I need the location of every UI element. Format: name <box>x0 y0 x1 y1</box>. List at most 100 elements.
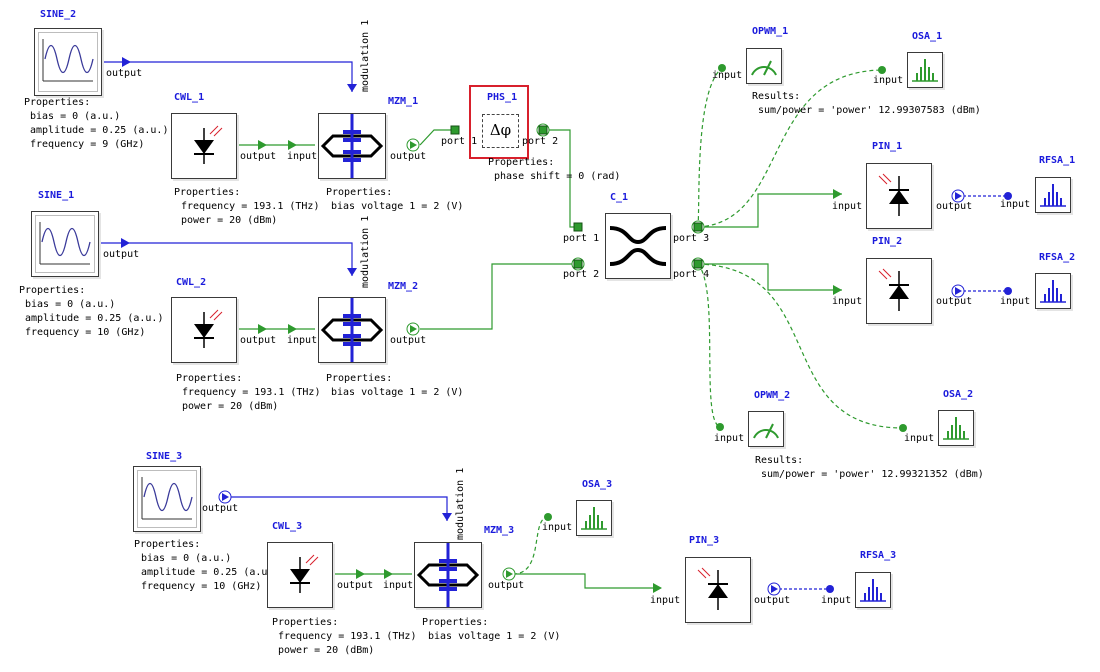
c1-port3: port 3 <box>673 233 710 244</box>
sine3-name: SINE_3 <box>146 451 183 462</box>
port-square <box>693 259 703 269</box>
sine1-name: SINE_1 <box>38 190 75 201</box>
wire-sine2-mzm1 <box>102 61 353 92</box>
port-arrow <box>356 569 365 579</box>
port-input-dot <box>826 585 834 593</box>
sine2-name: SINE_2 <box>40 9 77 20</box>
port-arrow <box>288 140 297 150</box>
port-arrow <box>442 513 452 521</box>
port-arrow <box>653 583 662 593</box>
pin2-block[interactable] <box>866 258 932 324</box>
port-square <box>693 222 703 232</box>
port-input-dot <box>1004 287 1012 295</box>
port-arrow <box>833 285 842 295</box>
sine3-prop-bias: bias = 0 (a.u.) <box>141 553 232 564</box>
osa2-port-input: input <box>904 433 935 444</box>
sine1-prop-amplitude: amplitude = 0.25 (a.u.) <box>25 313 164 324</box>
sine2-port-output: output <box>106 68 143 79</box>
osa3-name: OSA_3 <box>582 479 613 490</box>
sine2-prop-frequency: frequency = 9 (GHz) <box>30 139 145 150</box>
pin2-port-input: input <box>832 296 863 307</box>
mzm2-port-output: output <box>390 335 427 346</box>
osa2-name: OSA_2 <box>943 389 974 400</box>
wire-sine3-mzm3 <box>226 496 448 521</box>
sine1-block[interactable] <box>31 211 99 277</box>
phs1-selection <box>469 85 529 159</box>
phs1-props-title: Properties: <box>488 157 555 168</box>
mzm1-block[interactable] <box>318 113 386 179</box>
cwl3-prop-power: power = 20 (dBm) <box>278 645 375 656</box>
pin1-block[interactable] <box>866 163 932 229</box>
rfsa2-block[interactable] <box>1035 273 1071 309</box>
port-input-dot <box>716 423 724 431</box>
port-arrow <box>121 238 130 248</box>
pin3-port-output: output <box>754 595 791 606</box>
wire-c1-osa2 <box>697 263 904 429</box>
opwm1-results-title: Results: <box>752 91 801 102</box>
sine2-block[interactable] <box>34 28 102 96</box>
wire-c1-opwm1 <box>697 67 723 228</box>
cwl2-name: CWL_2 <box>176 277 207 288</box>
opwm2-block[interactable] <box>748 411 784 447</box>
c1-name: C_1 <box>610 192 629 203</box>
c1-block[interactable] <box>605 213 671 279</box>
pin2-name: PIN_2 <box>872 236 903 247</box>
port-input-dot <box>1004 192 1012 200</box>
rfsa2-port-input: input <box>1000 296 1031 307</box>
opwm1-port-input: input <box>712 70 743 81</box>
osa1-block[interactable] <box>907 52 943 88</box>
mzm1-props-title: Properties: <box>326 187 393 198</box>
wire-mzm3-osa3 <box>512 516 549 575</box>
port-arrow <box>258 140 267 150</box>
osa1-name: OSA_1 <box>912 31 943 42</box>
pin3-block[interactable] <box>685 557 751 623</box>
opwm1-block[interactable] <box>746 48 782 84</box>
cwl1-prop-power: power = 20 (dBm) <box>181 215 278 226</box>
cwl2-port-output: output <box>240 335 277 346</box>
cwl2-props-title: Properties: <box>176 373 243 384</box>
wire-c1-pin2 <box>698 263 842 291</box>
opwm2-name: OPWM_2 <box>754 390 791 401</box>
rfsa1-block[interactable] <box>1035 177 1071 213</box>
mzm3-name: MZM_3 <box>484 525 515 536</box>
sine1-prop-frequency: frequency = 10 (GHz) <box>25 327 146 338</box>
cwl1-prop-frequency: frequency = 193.1 (THz) <box>181 201 320 212</box>
sine2-props-title: Properties: <box>24 97 91 108</box>
phs1-port-out: port 2 <box>522 136 559 147</box>
phs1-port-in: port 1 <box>441 136 478 147</box>
wire-c1-opwm2 <box>697 263 721 428</box>
opwm2-results-title: Results: <box>755 455 804 466</box>
mzm2-block[interactable] <box>318 297 386 363</box>
mzm3-props-title: Properties: <box>422 617 489 628</box>
mzm3-block[interactable] <box>414 542 482 608</box>
mzm3-port-modulation: modulation 1 <box>455 467 466 540</box>
cwl3-props-title: Properties: <box>272 617 339 628</box>
cwl2-block[interactable] <box>171 297 237 363</box>
port-arrow <box>258 324 267 334</box>
cwl3-name: CWL_3 <box>272 521 303 532</box>
port-square <box>450 125 460 135</box>
sine1-prop-bias: bias = 0 (a.u.) <box>25 299 116 310</box>
port-arrow <box>347 84 357 92</box>
phs1-prop-phase: phase shift = 0 (rad) <box>494 171 621 182</box>
cwl3-block[interactable] <box>267 542 333 608</box>
rfsa3-block[interactable] <box>855 572 891 608</box>
osa2-block[interactable] <box>938 410 974 446</box>
cwl1-block[interactable] <box>171 113 237 179</box>
mzm1-port-output: output <box>390 151 427 162</box>
port-arrow <box>347 268 357 276</box>
cwl1-port-output: output <box>240 151 277 162</box>
phs1-block[interactable]: Δφ <box>482 114 519 148</box>
mzm2-prop-bias: bias voltage 1 = 2 (V) <box>331 387 464 398</box>
phs1-name: PHS_1 <box>487 92 518 103</box>
osa3-port-input: input <box>542 522 573 533</box>
sine3-prop-frequency: frequency = 10 (GHz) <box>141 581 262 592</box>
sine3-block[interactable] <box>133 466 201 532</box>
cwl3-port-output: output <box>337 580 374 591</box>
port-arrow <box>384 569 393 579</box>
c1-port2: port 2 <box>563 269 600 280</box>
osa3-block[interactable] <box>576 500 612 536</box>
opwm1-result-power: sum/power = 'power' 12.99307583 (dBm) <box>758 105 981 116</box>
